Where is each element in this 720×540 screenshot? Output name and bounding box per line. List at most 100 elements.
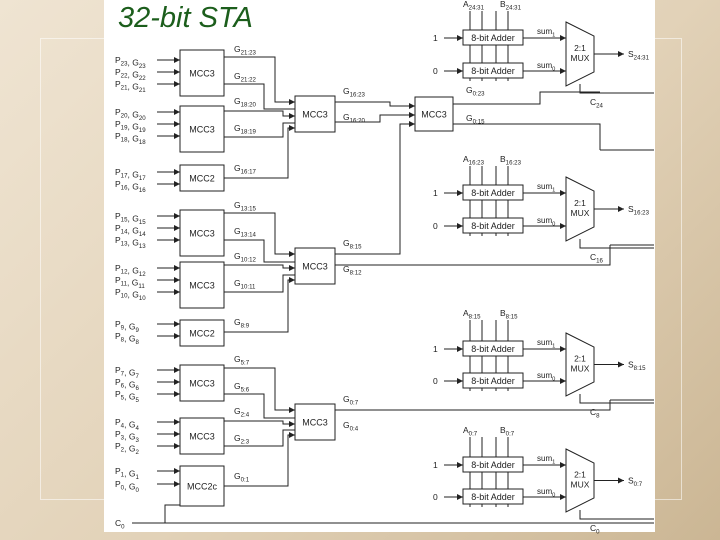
sum-label: sum1 xyxy=(537,27,555,39)
arrow-head xyxy=(289,432,295,438)
mcc-block-level2-label: MCC3 xyxy=(302,262,328,272)
arrow-head xyxy=(174,225,180,231)
carry-label: C0 xyxy=(590,523,600,536)
arrow-head xyxy=(560,378,566,384)
arrow-head xyxy=(560,223,566,229)
arrow-head xyxy=(174,333,180,339)
arrow-head xyxy=(560,35,566,41)
input-label: P19, G19 xyxy=(115,119,146,134)
arrow-head xyxy=(560,68,566,74)
group-generate-label: G0:1 xyxy=(234,471,250,484)
arrow-head xyxy=(457,35,463,41)
arrow-head xyxy=(289,99,295,105)
group-generate-label: G13:14 xyxy=(234,226,257,239)
arrow-head xyxy=(174,237,180,243)
mux-block xyxy=(565,176,595,242)
operand-a-label: A24:31 xyxy=(463,0,485,12)
arrow-head xyxy=(289,125,295,131)
group-generate-label: G2:3 xyxy=(234,433,250,446)
carry-in-label: 0 xyxy=(433,492,438,502)
mcc-block-level2 xyxy=(294,95,336,133)
adder-block-label: 8-bit Adder xyxy=(471,376,515,386)
wire xyxy=(224,56,295,103)
mcc-block-level2-label: MCC3 xyxy=(302,418,328,428)
wire xyxy=(335,101,415,107)
carry-in-label: 1 xyxy=(433,460,438,470)
sum-label: sum0 xyxy=(537,487,555,499)
carry-in-label: 0 xyxy=(433,376,438,386)
mux-label: MUX xyxy=(571,208,590,218)
wire xyxy=(335,245,611,266)
mux-block xyxy=(565,448,595,513)
carry-in-label: 0 xyxy=(433,66,438,76)
input-label: P6, G6 xyxy=(115,377,139,392)
input-label: P5, G5 xyxy=(115,389,139,404)
arrow-head xyxy=(289,113,295,119)
group-generate-label: G2:4 xyxy=(234,406,250,419)
arrow-head xyxy=(618,361,624,368)
arrow-head xyxy=(174,69,180,75)
select-wire xyxy=(579,84,654,94)
operand-b-label: B16:23 xyxy=(500,154,522,167)
arrow-head xyxy=(289,277,295,283)
mcc-block-label: MCC3 xyxy=(189,125,215,135)
sum-label: sum0 xyxy=(537,371,555,383)
sum-output-label: S0:7 xyxy=(628,476,643,489)
input-label: P22, G22 xyxy=(115,67,146,82)
arrow-head xyxy=(174,81,180,87)
sum-output-label: S16:23 xyxy=(628,204,650,217)
mcc-block xyxy=(179,364,225,402)
operand-b-label: B24:31 xyxy=(500,0,522,12)
adder-block-label: 8-bit Adder xyxy=(471,33,515,43)
adder-block-label: 8-bit Adder xyxy=(471,492,515,502)
adder-block-label: 8-bit Adder xyxy=(471,460,515,470)
wire xyxy=(224,239,295,263)
input-label: P17, G17 xyxy=(115,167,146,182)
adder-block-label: 8-bit Adder xyxy=(471,188,515,198)
group-generate-label: G0:4 xyxy=(343,420,359,433)
group-generate-label: G16:20 xyxy=(343,112,366,125)
sum-output-label: S24:31 xyxy=(628,49,650,62)
input-label: P18, G18 xyxy=(115,131,146,146)
select-wire xyxy=(579,239,654,249)
group-generate-label: G0:15 xyxy=(466,113,485,126)
input-label: P4, G4 xyxy=(115,417,139,432)
group-generate-label: G16:17 xyxy=(234,163,257,176)
arrow-head xyxy=(560,462,566,468)
adder-block-label: 8-bit Adder xyxy=(471,221,515,231)
select-wire xyxy=(579,510,654,520)
wire xyxy=(335,114,415,123)
mcc-block-label: MCC3 xyxy=(189,229,215,239)
slide-title: 32-bit STA xyxy=(118,2,253,34)
carry-label: C16 xyxy=(590,252,604,265)
arrow-head xyxy=(174,419,180,425)
arrow-head xyxy=(174,169,180,175)
mux-label: MUX xyxy=(571,53,590,63)
carry-label: C24 xyxy=(590,97,604,110)
arrow-head xyxy=(618,477,624,484)
input-label: P15, G15 xyxy=(115,211,146,226)
input-label: P3, G3 xyxy=(115,429,139,444)
arrow-head xyxy=(174,57,180,63)
wire xyxy=(224,264,295,269)
arrow-head xyxy=(457,462,463,468)
arrow-head xyxy=(618,206,624,212)
wire xyxy=(164,504,180,523)
mux-label: 2:1 xyxy=(574,470,586,480)
arrow-head xyxy=(457,378,463,384)
mux-label: 2:1 xyxy=(574,43,586,53)
mcc-block xyxy=(179,105,225,153)
group-generate-label: G0:7 xyxy=(343,394,359,407)
select-wire xyxy=(579,394,654,404)
arrow-head xyxy=(618,51,624,57)
sum-output-label: S8:15 xyxy=(628,360,646,373)
arrow-head xyxy=(174,181,180,187)
operand-a-label: A0:7 xyxy=(463,425,478,438)
adder-block-label: 8-bit Adder xyxy=(471,66,515,76)
arrow-head xyxy=(560,494,566,500)
group-generate-label: G21:22 xyxy=(234,71,257,84)
group-generate-label: G18:19 xyxy=(234,123,257,136)
wire xyxy=(224,367,295,411)
input-label: P14, G14 xyxy=(115,223,146,238)
mcc-block-label: MCC2 xyxy=(189,174,215,184)
